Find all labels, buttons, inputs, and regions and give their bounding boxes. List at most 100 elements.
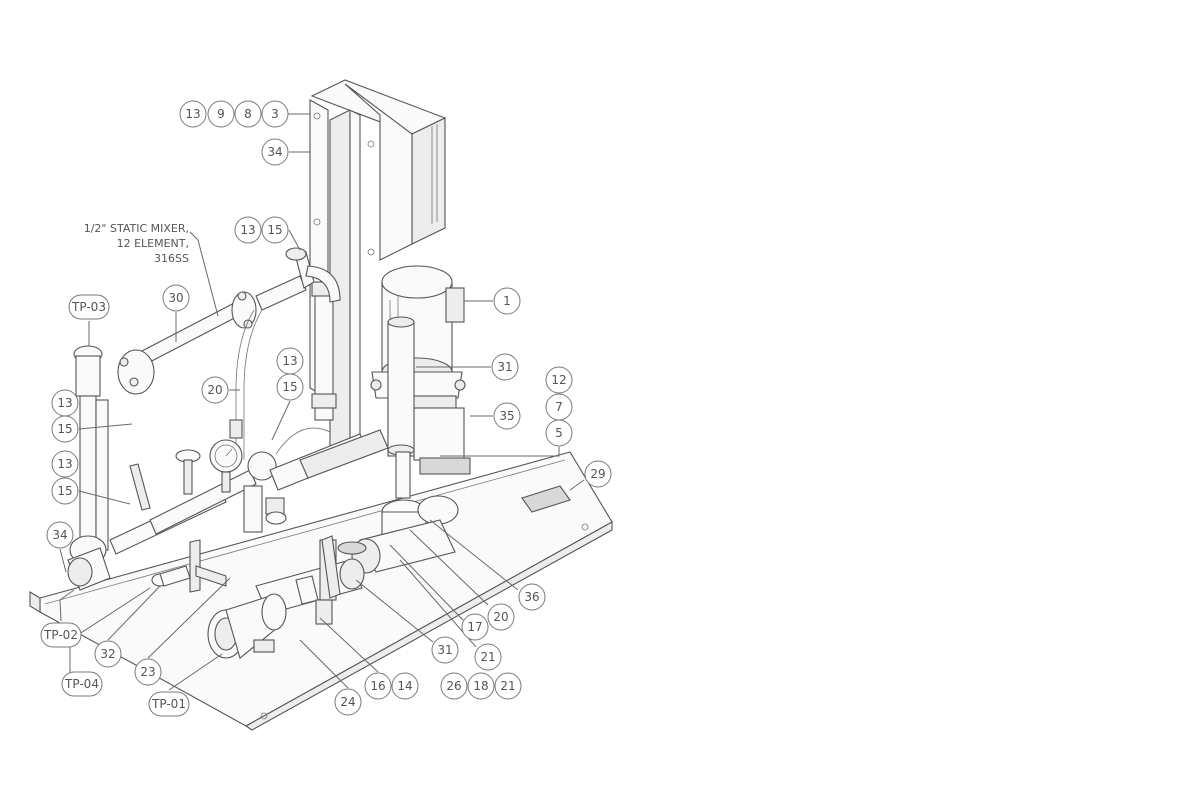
balloon-circle (493, 402, 521, 430)
tag-label: TP-02 (43, 628, 78, 642)
balloon-number: 3 (271, 107, 279, 121)
balloon-circle (584, 460, 612, 488)
balloon-circle (261, 138, 289, 166)
balloon-circle (261, 216, 289, 244)
item-balloon: 1 (493, 287, 521, 315)
item-balloon: 15 (261, 216, 289, 244)
balloon-circle (493, 287, 521, 315)
balloon-circle (440, 672, 468, 700)
item-balloon: 34 (46, 521, 74, 549)
balloon-number: 20 (207, 383, 222, 397)
item-balloon: 13 (276, 347, 304, 375)
item-balloon: 3 (261, 100, 289, 128)
note-line-2: 12 ELEMENT, (117, 237, 189, 250)
balloon-circle (364, 672, 392, 700)
balloon-number: 29 (590, 467, 605, 481)
balloon-number: 21 (500, 679, 515, 693)
item-balloon: 13 (234, 216, 262, 244)
item-balloon: 34 (261, 138, 289, 166)
item-balloon: 16 (364, 672, 392, 700)
balloon-circle (162, 284, 190, 312)
balloon-number: 32 (100, 647, 115, 661)
item-balloon: 15 (51, 415, 79, 443)
balloon-circle (179, 100, 207, 128)
tag-label: TP-04 (64, 677, 99, 691)
balloon-circle (494, 672, 522, 700)
item-balloon: 14 (391, 672, 419, 700)
pump-body (370, 316, 471, 499)
balloon-circle (234, 100, 262, 128)
balloon-circle (461, 613, 489, 641)
tag-outline (40, 622, 82, 648)
item-balloon: 9 (207, 100, 235, 128)
item-balloon: 13 (51, 389, 79, 417)
balloon-circle (46, 521, 74, 549)
balloon-circle (467, 672, 495, 700)
balloon-number: 13 (57, 396, 72, 410)
balloon-number: 12 (551, 373, 566, 387)
valve-handles (129, 463, 341, 599)
leader-lines (59, 113, 585, 691)
note-line-3: 316SS (154, 252, 189, 265)
item-balloon: 24 (334, 688, 362, 716)
balloon-number: 26 (446, 679, 461, 693)
balloon-number: 20 (493, 610, 508, 624)
item-balloon: 17 (461, 613, 489, 641)
balloon-number: 17 (467, 620, 482, 634)
test-port-tag: TP-02 (40, 622, 82, 648)
item-balloon: 13 (51, 450, 79, 478)
gauge-branch (109, 419, 389, 555)
item-balloon: 20 (201, 376, 229, 404)
balloon-circle (487, 603, 515, 631)
item-balloon: 8 (234, 100, 262, 128)
tag-outline (68, 294, 110, 320)
tag-label: TP-01 (151, 697, 186, 711)
test-ports (151, 565, 227, 587)
camlock-outlet (207, 593, 333, 659)
balloon-number: 13 (240, 223, 255, 237)
balloon-number: 7 (555, 400, 563, 414)
item-balloon: 32 (94, 640, 122, 668)
tag-label: TP-03 (71, 300, 106, 314)
balloon-number: 31 (497, 360, 512, 374)
item-balloon: 15 (51, 477, 79, 505)
balloon-circle (201, 376, 229, 404)
balloon-number: 13 (185, 107, 200, 121)
item-balloon: 21 (494, 672, 522, 700)
item-balloon: 29 (584, 460, 612, 488)
balloon-number: 1 (503, 294, 511, 308)
balloon-circle (391, 672, 419, 700)
balloon-number: 24 (340, 695, 355, 709)
balloon-circle (207, 100, 235, 128)
balloon-circle (518, 583, 546, 611)
balloon-number: 23 (140, 665, 155, 679)
balloon-number: 36 (524, 590, 539, 604)
balloon-number: 34 (267, 145, 282, 159)
item-balloon: 36 (518, 583, 546, 611)
balloon-circle (51, 415, 79, 443)
balloon-circle (234, 216, 262, 244)
balloon-number: 16 (370, 679, 385, 693)
balloon-number: 8 (244, 107, 252, 121)
item-balloon: 5 (545, 419, 573, 447)
balloon-number: 15 (282, 380, 297, 394)
balloon-number: 5 (555, 426, 563, 440)
item-balloon: 35 (493, 402, 521, 430)
balloon-circle (134, 658, 162, 686)
balloon-number: 13 (57, 457, 72, 471)
balloon-circle (545, 419, 573, 447)
pump-skid-drawing (29, 79, 613, 731)
item-balloon: 15 (276, 373, 304, 401)
balloon-number: 13 (282, 354, 297, 368)
item-balloon: 30 (162, 284, 190, 312)
item-balloon: 20 (487, 603, 515, 631)
static-mixer-line (117, 247, 341, 460)
note-line-1: 1/2" STATIC MIXER, (84, 222, 189, 235)
vertical-pipe (311, 281, 337, 421)
balloon-circle (261, 100, 289, 128)
item-balloon: 7 (545, 393, 573, 421)
balloon-number: 15 (57, 422, 72, 436)
balloon-circle (474, 643, 502, 671)
